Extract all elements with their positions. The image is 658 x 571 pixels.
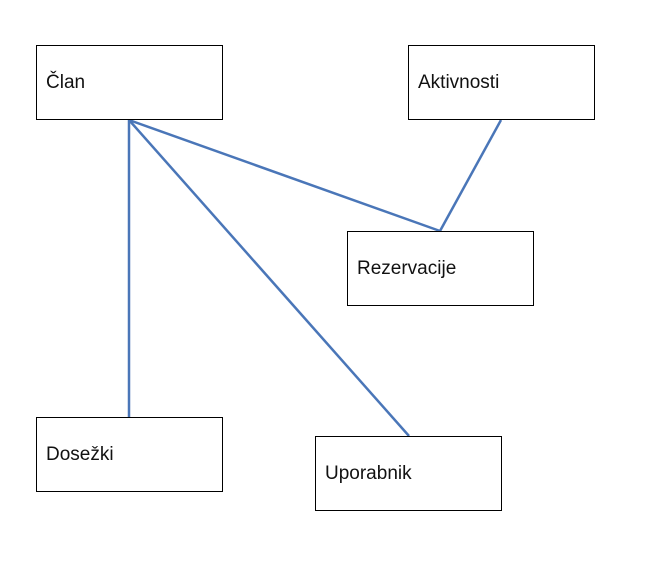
entity-rezervacije-label: Rezervacije: [357, 257, 457, 279]
entity-uporabnik: Uporabnik: [315, 436, 502, 511]
entity-rezervacije: Rezervacije: [347, 231, 534, 306]
connector-clan-uporabnik: [128, 119, 410, 437]
connector-aktivnosti-rezervacije: [438, 119, 503, 232]
entity-aktivnosti-label: Aktivnosti: [418, 71, 500, 93]
entity-dosezki-label: Dosežki: [46, 443, 114, 465]
entity-uporabnik-label: Uporabnik: [325, 462, 412, 484]
connector-clan-rezervacije: [128, 118, 441, 233]
entity-clan: Član: [36, 45, 223, 120]
entity-dosezki: Dosežki: [36, 417, 223, 492]
entity-clan-label: Član: [46, 71, 86, 93]
entity-aktivnosti: Aktivnosti: [408, 45, 595, 120]
